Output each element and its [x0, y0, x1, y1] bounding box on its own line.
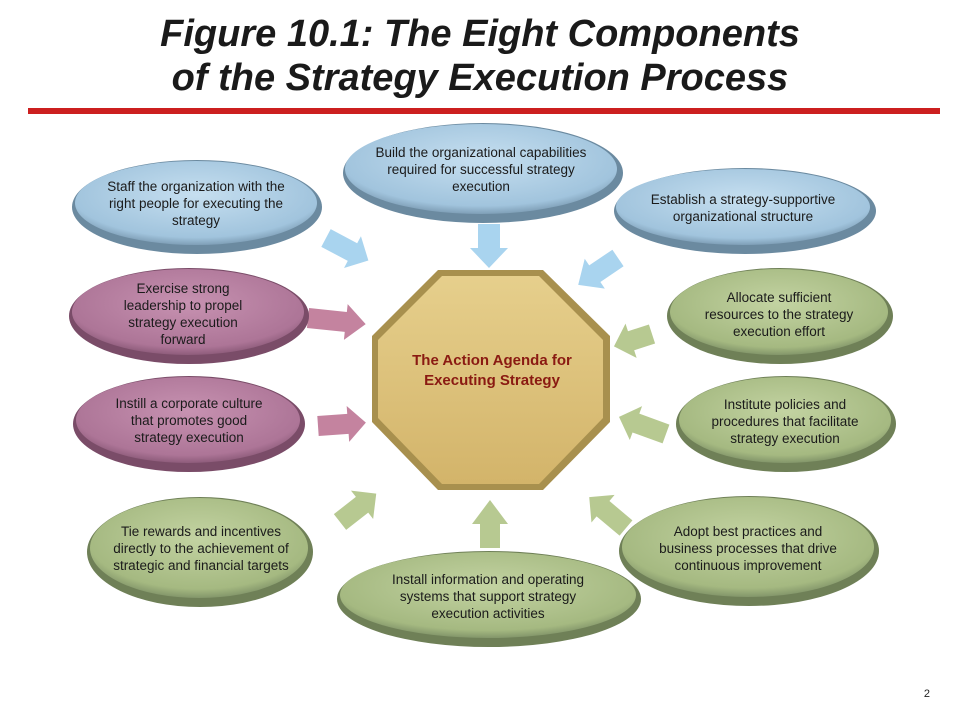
title-line-1: Figure 10.1: The Eight Components — [160, 13, 800, 55]
component-label-structure: Establish a strategy-supportive organiza… — [650, 192, 836, 224]
oval-policies — [676, 376, 896, 472]
oval-best-practices — [619, 496, 879, 606]
oval-leadership — [69, 268, 309, 364]
component-label-rewards: Tie rewards and incentives directly to t… — [113, 523, 289, 573]
component-label-best-practices: Adopt best practices and business proces… — [659, 523, 837, 573]
arrow-left-upper — [306, 304, 366, 340]
arrow-right-upper — [613, 323, 656, 358]
center-octagon — [372, 270, 610, 490]
component-label-capabilities: Build the organizational capabilities re… — [375, 144, 587, 194]
figure-title: Figure 10.1: The Eight Components of the… — [0, 12, 960, 100]
component-label-policies: Institute policies and procedures that f… — [711, 396, 859, 446]
arrow-left-lower — [317, 405, 366, 442]
component-label-information-systems: Install information and operating system… — [391, 571, 585, 621]
oval-resources — [667, 268, 893, 364]
component-label-resources: Allocate sufficient resources to the str… — [704, 289, 854, 339]
oval-staffing — [72, 160, 322, 254]
component-label-culture: Instill a corporate culture that promote… — [115, 395, 263, 445]
page-number: 2 — [923, 688, 930, 700]
arrow-right-lower — [619, 406, 670, 444]
arrow-bottom-left — [333, 490, 377, 530]
arrow-bottom — [472, 500, 508, 548]
arrow-top-right — [578, 249, 624, 289]
oval-culture — [73, 376, 305, 472]
component-ovals — [69, 123, 896, 647]
center-label: The Action Agenda for Executing Strategy — [412, 352, 572, 389]
oval-information-systems — [337, 551, 641, 647]
title-line-2: of the Strategy Execution Process — [171, 57, 789, 99]
arrow-top-left — [321, 229, 369, 268]
arrow-bottom-right — [589, 494, 633, 536]
arrow-top — [470, 224, 508, 268]
component-label-leadership: Exercise strong leadership to propel str… — [123, 281, 243, 347]
oval-structure — [614, 168, 876, 254]
oval-capabilities — [343, 123, 623, 223]
component-label-staffing: Staff the organization with the right pe… — [107, 178, 285, 228]
title-divider — [28, 108, 940, 114]
oval-rewards — [87, 497, 313, 607]
arrows — [306, 224, 670, 548]
